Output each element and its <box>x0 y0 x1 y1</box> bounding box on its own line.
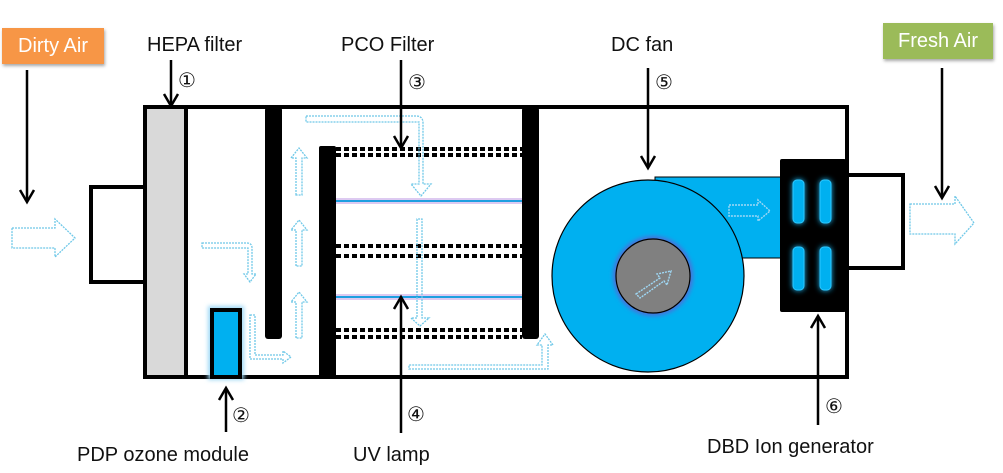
dc-fan <box>551 176 796 373</box>
baffle-3 <box>522 107 539 339</box>
label-hepa-filter: HEPA filter <box>147 34 243 56</box>
number-1: ① <box>178 68 196 92</box>
label-dbd-ion-generator: DBD Ion generator <box>707 436 874 458</box>
dirty-air-label: Dirty Air <box>18 35 88 57</box>
baffle-1 <box>265 107 282 339</box>
pdp-ozone-module <box>210 308 242 379</box>
outlet-arrow-icon <box>909 193 975 246</box>
ion-electrode-4 <box>819 246 832 291</box>
baffle-2 <box>319 146 336 377</box>
fresh-air-label: Fresh Air <box>897 30 979 52</box>
label-dc-fan: DC fan <box>611 34 673 56</box>
fan-outlet-arrow-icon <box>728 198 772 223</box>
fan-hub <box>615 238 691 314</box>
pointer-lines <box>18 60 951 433</box>
ion-electrode-2 <box>819 179 832 224</box>
label-pdp-ozone-module: PDP ozone module <box>77 444 249 466</box>
label-pco-filter: PCO Filter <box>341 34 435 56</box>
outlet-duct <box>844 173 905 270</box>
number-3: ③ <box>408 70 426 94</box>
ion-electrode-1 <box>792 179 805 224</box>
label-uv-lamp: UV lamp <box>353 444 430 466</box>
inlet-arrow-icon <box>11 217 76 259</box>
number-5: ⑤ <box>655 70 673 94</box>
dbd-ion-generator <box>780 159 846 312</box>
number-4: ④ <box>407 402 425 426</box>
fan-hub-arrow-icon <box>634 270 672 299</box>
ion-electrode-3 <box>792 246 805 291</box>
hepa-filter <box>147 109 186 375</box>
fresh-air-tag: Fresh Air <box>883 23 993 59</box>
inlet-duct <box>89 185 148 284</box>
airflow-arrows <box>11 115 975 370</box>
number-2: ② <box>232 403 250 427</box>
dirty-air-tag: Dirty Air <box>2 28 104 64</box>
uv-lamps <box>336 198 522 300</box>
number-6: ⑥ <box>825 394 843 418</box>
pco-filters <box>336 147 522 339</box>
